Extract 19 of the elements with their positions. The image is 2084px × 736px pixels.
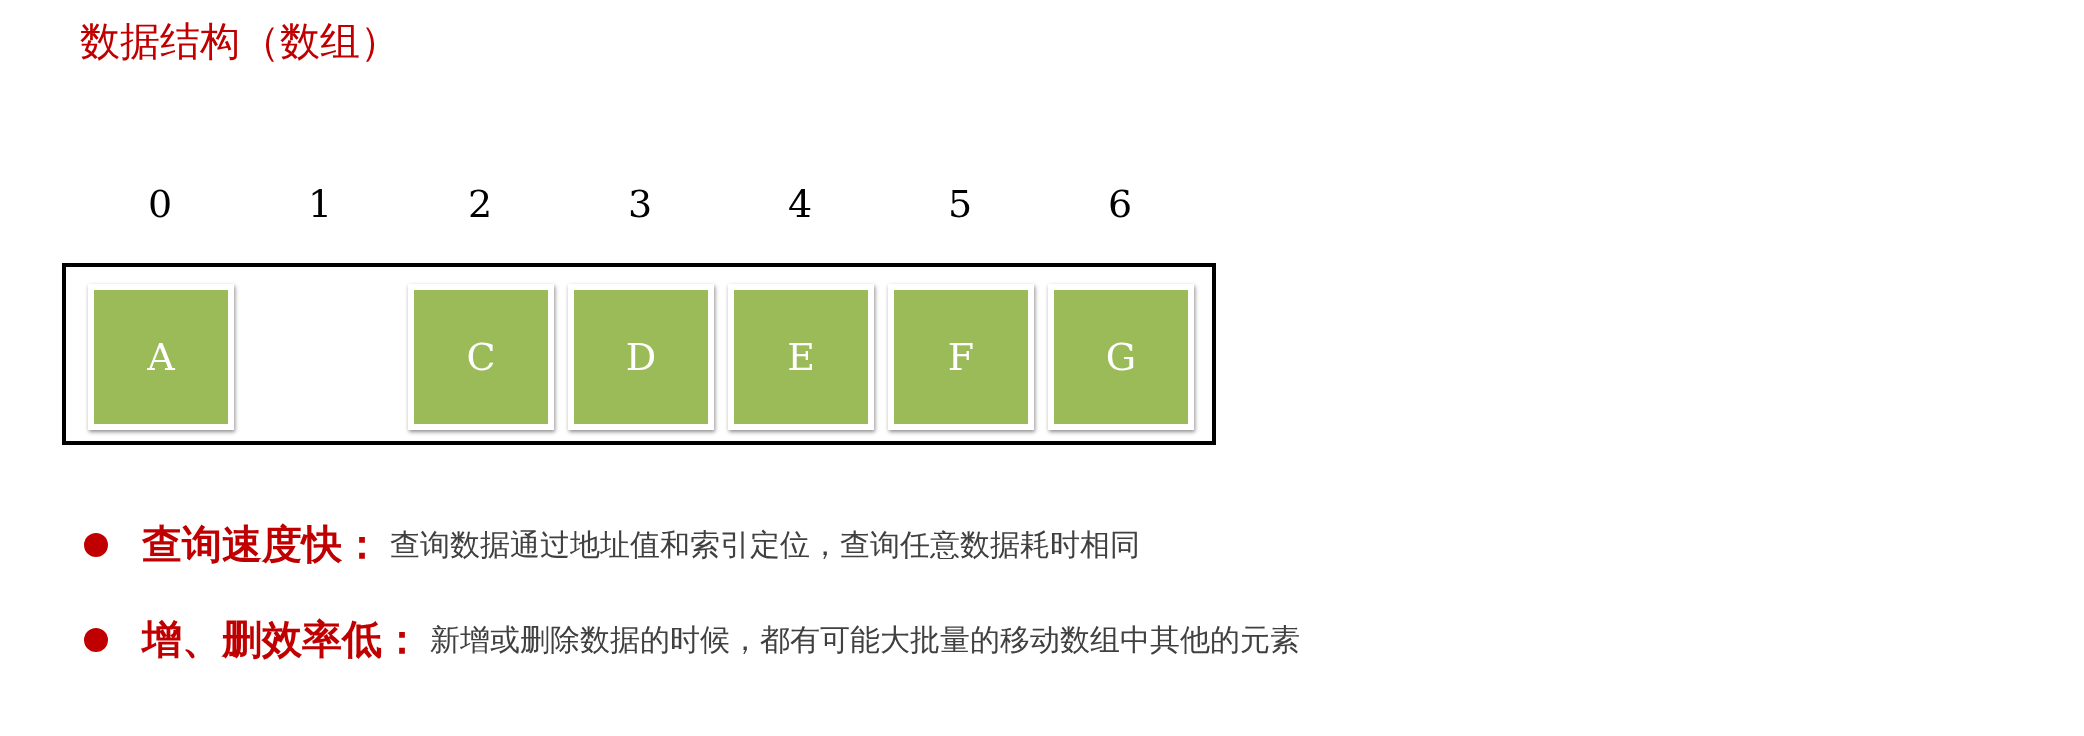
cell-letter: G — [1105, 335, 1137, 379]
index-number: 3 — [626, 182, 654, 226]
bullet-text: 新增或删除数据的时候，都有可能大批量的移动数组中其他的元素 — [430, 621, 1300, 659]
cell-letter: A — [147, 335, 175, 379]
bullet-text: 查询数据通过地址值和索引定位，查询任意数据耗时相同 — [390, 526, 1140, 564]
cell-letter: D — [625, 335, 657, 379]
index-number: 0 — [146, 182, 174, 226]
index-number: 6 — [1106, 182, 1134, 226]
array-container — [62, 263, 1216, 445]
title: 数据结构（数组） — [80, 17, 400, 66]
bullet-heading: 查询速度快： — [142, 519, 382, 569]
index-number: 1 — [306, 182, 334, 226]
bullet-heading: 增、删效率低： — [142, 614, 422, 664]
cell-letter: C — [466, 335, 496, 379]
index-number: 4 — [786, 182, 814, 226]
cell-letter: F — [947, 335, 975, 379]
index-number: 2 — [466, 182, 494, 226]
cell-letter: E — [787, 335, 815, 379]
index-number: 5 — [946, 182, 974, 226]
